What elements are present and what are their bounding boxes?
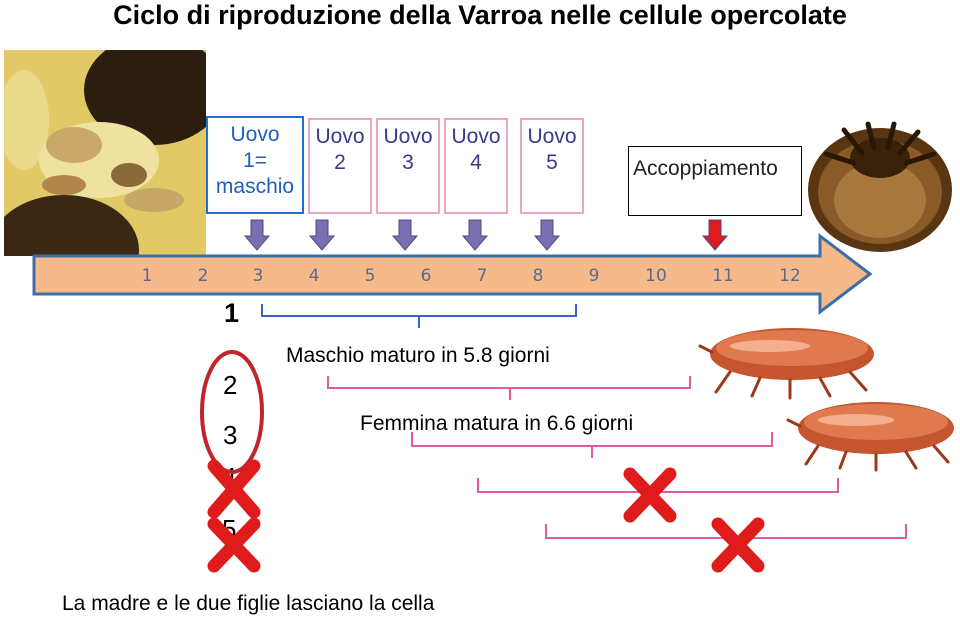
- egg-number: 3: [402, 151, 414, 174]
- mite-photo-top: [804, 118, 956, 258]
- egg-label: Uovo: [315, 125, 365, 148]
- day-number: 9: [588, 266, 600, 286]
- offspring-number-3: 3: [223, 420, 238, 450]
- day-number: 6: [420, 266, 432, 286]
- egg-number: 1=: [243, 149, 267, 172]
- day-number: 12: [779, 266, 801, 286]
- honeycomb-photo: [0, 35, 224, 305]
- cross-mark-5: [207, 517, 261, 573]
- mating-down-arrow: [701, 219, 729, 251]
- egg-1-male-box: Uovo 1= maschio: [206, 116, 304, 214]
- female-bracket-2: [411, 432, 773, 458]
- down-arrow-day7: [533, 219, 561, 251]
- egg-5-box: Uovo 5: [520, 118, 584, 214]
- day-number: 5: [364, 266, 376, 286]
- egg-3-box: Uovo 3: [376, 118, 440, 214]
- egg-number: 5: [546, 151, 558, 174]
- offspring-circle: [200, 350, 264, 474]
- male-maturity-label: Maschio maturo in 5.8 giorni: [286, 344, 550, 367]
- down-arrow-day5: [391, 219, 419, 251]
- mite-illustration-1: [698, 328, 874, 400]
- egg-sex: maschio: [215, 175, 295, 198]
- day-number: 1: [141, 266, 153, 286]
- down-arrow-day3: [243, 219, 271, 251]
- day-number: 7: [476, 266, 488, 286]
- egg-label: Uovo: [451, 125, 501, 148]
- female-bracket-1: [327, 376, 691, 400]
- egg-label: Uovo: [230, 123, 280, 146]
- day-number: 2: [197, 266, 209, 286]
- egg-2-box: Uovo 2: [308, 118, 372, 214]
- diagram-title: Ciclo di riproduzione della Varroa nelle…: [113, 0, 847, 30]
- egg-4-box: Uovo 4: [444, 118, 508, 214]
- cross-mark-4: [207, 459, 261, 519]
- down-arrow-day4: [308, 219, 336, 251]
- egg-label: Uovo: [383, 125, 433, 148]
- offspring-number-2: 2: [223, 370, 238, 400]
- day-number: 8: [532, 266, 544, 286]
- day-number: 4: [308, 266, 320, 286]
- day-number: 3: [252, 266, 264, 286]
- male-bracket: [261, 304, 577, 328]
- egg-number: 4: [470, 151, 482, 174]
- day-number: 10: [645, 266, 667, 286]
- timeline-arrow: [32, 232, 873, 316]
- egg-number: 2: [334, 151, 346, 174]
- down-arrow-day6: [461, 219, 489, 251]
- cross-mark-female-3: [623, 467, 677, 523]
- mite-illustration-2: [786, 402, 954, 472]
- mating-box: Accoppiamento: [628, 146, 802, 216]
- day-number: 11: [712, 266, 734, 286]
- female-maturity-label: Femmina matura in 6.6 giorni: [360, 412, 634, 435]
- offspring-number-1: 1: [224, 298, 240, 328]
- cross-mark-female-4: [711, 517, 765, 573]
- bottom-caption: La madre e le due figlie lasciano la cel…: [62, 592, 435, 615]
- egg-label: Uovo: [527, 125, 577, 148]
